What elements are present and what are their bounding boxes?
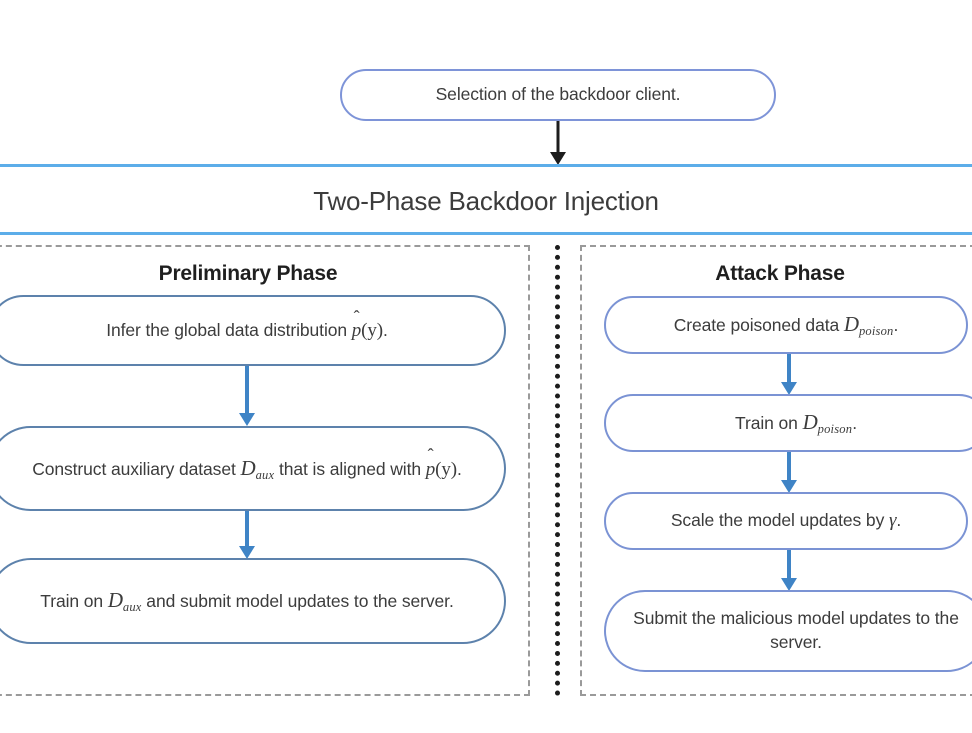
arrow-entry-to-banner <box>541 121 575 165</box>
step-node-construct-aux-dataset-label: Construct auxiliary dataset Daux that is… <box>12 454 482 484</box>
panel-title-attack-phase: Attack Phase <box>715 262 845 285</box>
step-node-scale-model-updates-label: Scale the model updates by γ. <box>670 510 902 532</box>
step-node-train-on-poison: Train on Dpoison. <box>604 394 972 452</box>
step-node-submit-malicious-updates: Submit the malicious model updates to th… <box>604 590 972 672</box>
step-node-train-on-aux: Train on Daux and submit model updates t… <box>0 558 506 644</box>
step-node-infer-distribution-label: Infer the global data distribution p(y). <box>12 318 482 344</box>
step-node-train-on-aux-label: Train on Daux and submit model updates t… <box>40 588 454 615</box>
arrow-train-poison-to-scale <box>775 452 803 493</box>
step-node-create-poisoned-data-label: Create poisoned data Dpoison. <box>673 312 899 339</box>
arrow-create-to-train-poison <box>775 354 803 395</box>
step-node-infer-distribution: Infer the global data distribution p(y). <box>0 295 506 366</box>
arrow-construct-to-train-aux <box>232 511 262 559</box>
step-node-scale-model-updates: Scale the model updates by γ. <box>604 492 968 550</box>
step-node-submit-malicious-updates-label: Submit the malicious model updates to th… <box>633 608 959 652</box>
phase-split-divider <box>555 245 560 696</box>
panel-title-preliminary-phase: Preliminary Phase <box>158 262 338 285</box>
step-node-create-poisoned-data: Create poisoned data Dpoison. <box>604 296 968 354</box>
step-node-train-on-poison-label: Train on Dpoison. <box>735 410 857 437</box>
panel-preliminary-phase <box>0 245 530 696</box>
banner-rule-top <box>0 164 972 167</box>
banner-title: Two-Phase Backdoor Injection <box>313 186 659 216</box>
arrow-scale-to-submit <box>775 550 803 591</box>
entry-node-selection-of-backdoor-client: Selection of the backdoor client. <box>340 69 776 121</box>
step-node-construct-aux-dataset: Construct auxiliary dataset Daux that is… <box>0 426 506 511</box>
banner-rule-bottom <box>0 232 972 235</box>
entry-node-label: Selection of the backdoor client. <box>435 84 681 105</box>
panel-attack-phase <box>580 245 972 696</box>
arrow-infer-to-construct <box>232 366 262 426</box>
